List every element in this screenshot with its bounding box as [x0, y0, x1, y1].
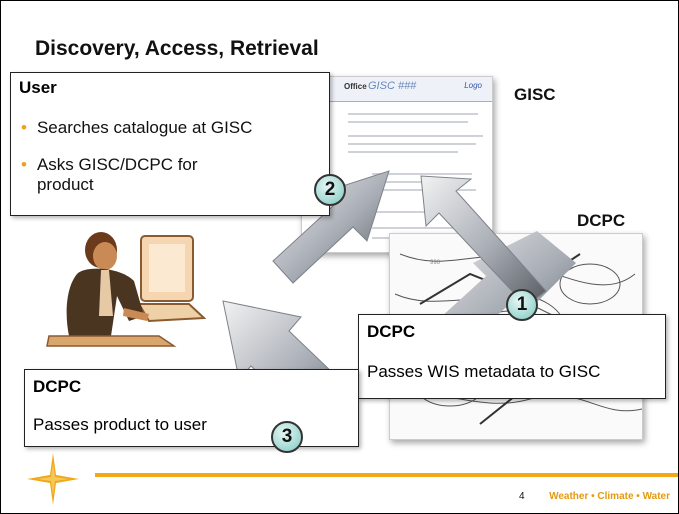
dcpc-metadata-callout: DCPC Passes WIS metadata to GISC — [358, 314, 666, 399]
person-at-computer-icon — [46, 232, 207, 347]
user-callout: User •Searches catalogue at GISC •Asks G… — [10, 72, 330, 216]
text-line — [372, 211, 452, 213]
user-heading: User — [19, 78, 57, 97]
page-number: 4 — [519, 491, 525, 502]
text-line — [348, 151, 458, 153]
svg-text:996: 996 — [430, 260, 441, 266]
text-line — [348, 121, 468, 123]
step-3-badge: 3 — [271, 421, 303, 453]
dcpc-heading: DCPC — [367, 322, 416, 341]
dcpc-description: Passes WIS metadata to GISC — [367, 362, 601, 381]
bullet-item: •Searches catalogue at GISC — [21, 118, 253, 137]
arrow-1-head — [420, 175, 547, 307]
gisc-logo: Logo — [464, 81, 482, 90]
dcpc-product-callout: DCPC Passes product to user — [24, 369, 359, 447]
dcpc-top-label: DCPC — [577, 211, 626, 230]
dcpc-product-heading: DCPC — [33, 377, 82, 396]
footer-rule — [95, 473, 678, 477]
slide-title: Discovery, Access, Retrieval — [35, 37, 319, 60]
bullet-item: •Asks GISC/DCPC for product — [21, 155, 198, 194]
text-line — [348, 143, 476, 145]
dcpc-product-description: Passes product to user — [33, 415, 207, 434]
text-line — [348, 113, 478, 115]
step-1-badge: 1 — [506, 289, 538, 321]
bullet-dot-icon: • — [21, 118, 27, 137]
footer-tagline: Weather • Climate • Water — [549, 491, 670, 502]
step-2-badge: 2 — [314, 174, 346, 206]
gisc-office-text: Office — [344, 82, 367, 91]
bullet-dot-icon: • — [21, 155, 27, 174]
star-logo-icon — [27, 453, 79, 505]
text-line — [372, 227, 470, 229]
text-line — [372, 181, 462, 183]
text-line — [372, 173, 472, 175]
text-line — [348, 135, 483, 137]
gisc-screenshot-title: GISC ### — [368, 80, 417, 92]
gisc-label: GISC — [514, 85, 556, 104]
gisc-header-bar: Office GISC ### Logo — [302, 77, 492, 102]
